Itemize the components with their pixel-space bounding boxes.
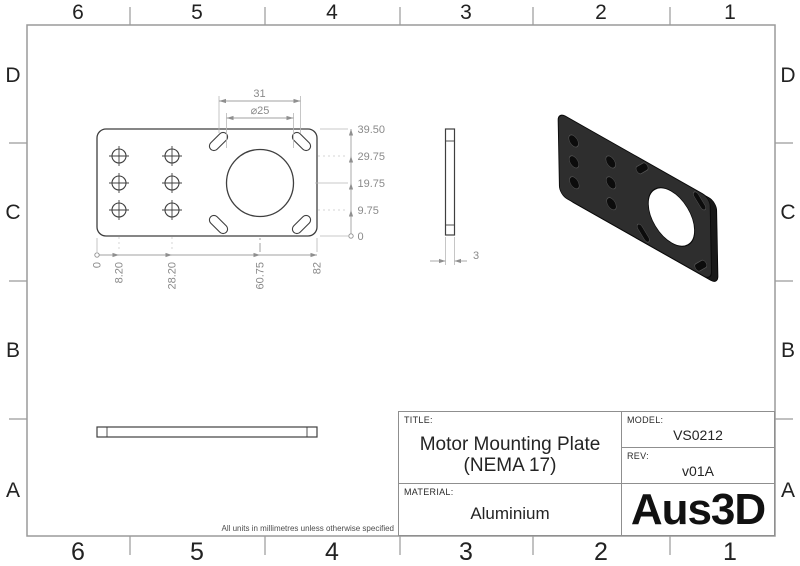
title-label: TITLE: [404, 415, 433, 425]
zone-col-top-3: 3 [460, 1, 472, 24]
zone-col-bottom-2: 2 [594, 538, 608, 566]
zone-row-right-a: A [780, 479, 795, 502]
zone-row-right-d: D [780, 64, 796, 87]
ordinate-v-4: 0 [358, 231, 364, 243]
bottom-view [96, 426, 318, 438]
front-view: 31 ⌀25 39.50 29.75 19.75 9.75 0 [92, 88, 386, 290]
side-view-outline [444, 128, 456, 236]
bottom-view-outline [96, 426, 318, 438]
zone-col-top-4: 4 [326, 1, 338, 24]
model-label: MODEL: [627, 415, 664, 425]
ordinate-h-2: 28.20 [167, 262, 179, 290]
dim-slot-spacing: 31 [253, 88, 265, 100]
iso-bore-hole [647, 187, 696, 247]
rev-value: v01A [682, 463, 714, 479]
ordinate-v-0: 39.50 [358, 124, 386, 136]
right-ordinate-dimensions: 39.50 29.75 19.75 9.75 0 [348, 124, 386, 243]
dim-bore-diameter: ⌀25 [251, 105, 270, 117]
ordinate-h-4: 82 [312, 262, 324, 274]
logo-cell: Aus3D [621, 483, 775, 536]
hole-cross-marks [109, 146, 182, 220]
zone-row-left-a: A [5, 479, 20, 502]
nema-slots [208, 131, 312, 235]
bore-circle [225, 148, 295, 218]
ordinate-v-1: 29.75 [358, 151, 386, 163]
zone-col-top-6: 6 [72, 1, 84, 24]
iso-plate-top [557, 114, 712, 278]
side-view: 3 [430, 128, 479, 265]
title-line2: (NEMA 17) [463, 455, 557, 476]
bottom-ordinate-dimensions: 0 8.20 28.20 60.75 82 [92, 252, 324, 290]
ordinate-v-2: 19.75 [358, 178, 386, 190]
material-value: Aluminium [470, 504, 550, 523]
extension-lines [96, 96, 348, 252]
zone-col-bottom-5: 5 [190, 538, 204, 566]
ordinate-h-1: 8.20 [114, 262, 126, 283]
rev-label: REV: [627, 451, 649, 461]
ordinate-v-3: 9.75 [358, 205, 379, 217]
title-cell: TITLE: Motor Mounting Plate (NEMA 17) [398, 411, 622, 484]
ordinate-h-3: 60.75 [255, 262, 267, 290]
rev-cell: REV: v01A [621, 447, 775, 484]
title-line1: Motor Mounting Plate [419, 434, 601, 455]
zone-row-left-d: D [5, 64, 21, 87]
model-cell: MODEL: VS0212 [621, 411, 775, 448]
iso-mounting-holes [568, 134, 617, 211]
material-label: MATERIAL: [404, 487, 454, 497]
material-cell: MATERIAL: Aluminium [398, 483, 622, 536]
thickness-dimension: 3 [430, 237, 479, 265]
zone-ticks [9, 7, 793, 555]
zone-col-bottom-4: 4 [325, 538, 339, 566]
zone-row-right-b: B [780, 339, 795, 362]
zone-col-bottom-1: 1 [723, 538, 737, 566]
units-note: All units in millimetres unless otherwis… [221, 524, 394, 533]
zone-col-bottom-6: 6 [71, 538, 85, 566]
top-dimensions: 31 ⌀25 [219, 88, 301, 121]
zone-col-top-1: 1 [724, 1, 736, 24]
title-block: TITLE: Motor Mounting Plate (NEMA 17) MA… [398, 411, 775, 536]
zone-row-left-b: B [5, 339, 20, 362]
zone-col-top-2: 2 [595, 1, 607, 24]
zone-col-bottom-3: 3 [459, 538, 473, 566]
ordinate-h-0: 0 [92, 262, 104, 268]
iso-nema-slots [635, 162, 708, 272]
zone-col-top-5: 5 [191, 1, 203, 24]
zone-row-right-c: C [780, 201, 796, 224]
dim-thickness: 3 [473, 250, 479, 262]
aus3d-logo: Aus3D [630, 485, 766, 534]
zone-row-left-c: C [5, 201, 21, 224]
model-value: VS0212 [673, 427, 723, 443]
iso-view [557, 114, 719, 282]
